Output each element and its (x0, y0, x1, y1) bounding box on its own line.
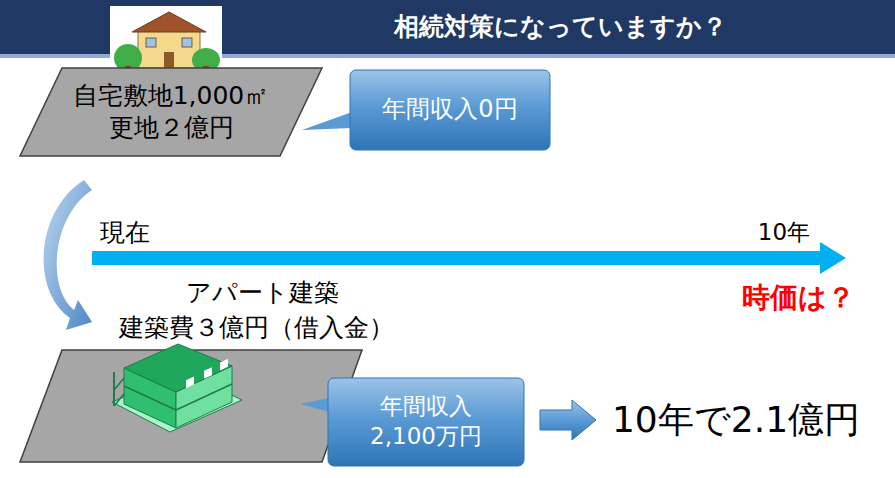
timeline-head (820, 242, 846, 274)
title-text: 相続対策になっていますか？ (394, 12, 727, 42)
lot-parallelogram: 自宅敷地1,000㎡ 更地２億円 (20, 68, 322, 156)
callout-pointer (302, 112, 352, 130)
apartment-label: アパート建築 (186, 278, 339, 308)
callout-box: 年間収入 2,100万円 (328, 378, 524, 466)
market-value-question: 時価は？ (742, 281, 855, 315)
callout-box-outline (328, 378, 524, 466)
house-icon (110, 6, 222, 78)
node-text: 年間収入 2,100万円 (341, 392, 511, 452)
callout-pointer (300, 398, 330, 412)
callout-box: 年間収入0円 (350, 70, 550, 150)
timeline-end: 10年 (758, 219, 810, 247)
block-arrow (540, 400, 596, 440)
apartment-icon (112, 344, 242, 432)
node-text: 年間収入0円 (382, 94, 517, 125)
timeline-bar (92, 251, 822, 265)
node-text: 自宅敷地1,000㎡ 更地２億円 (46, 80, 296, 145)
cost-label: 建築費３億円（借入金） (119, 313, 394, 343)
timeline-start: 現在 (100, 218, 150, 248)
curved-arrow (44, 180, 92, 330)
result-label: 10年で2.1億円 (612, 398, 860, 441)
